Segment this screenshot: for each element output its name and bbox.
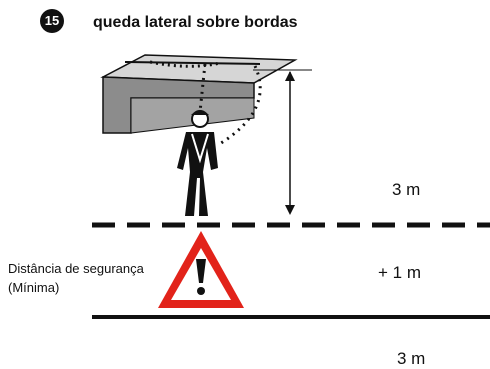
safety-distance-label: Distância de segurança (Mínima) — [8, 259, 188, 297]
warning-triangle-icon — [158, 231, 244, 308]
bottom-distance-label: 3 m — [397, 349, 426, 368]
extra-distance-label: + 1 m — [378, 263, 421, 282]
number-badge-label: 15 — [44, 13, 60, 28]
fall-arc — [217, 65, 262, 147]
safety-distance-line1: Distância de segurança — [8, 261, 144, 276]
number-badge-icon — [40, 9, 64, 33]
height-arrow-icon — [253, 69, 312, 215]
fall-height-label: 3 m — [392, 180, 421, 199]
safety-distance-line2: (Mínima) — [8, 280, 60, 295]
diagram-title: queda lateral sobre bordas — [93, 14, 298, 31]
anchor-rope — [198, 63, 207, 113]
worker-harness-icon — [177, 110, 218, 216]
lifeline-rope — [149, 60, 221, 68]
